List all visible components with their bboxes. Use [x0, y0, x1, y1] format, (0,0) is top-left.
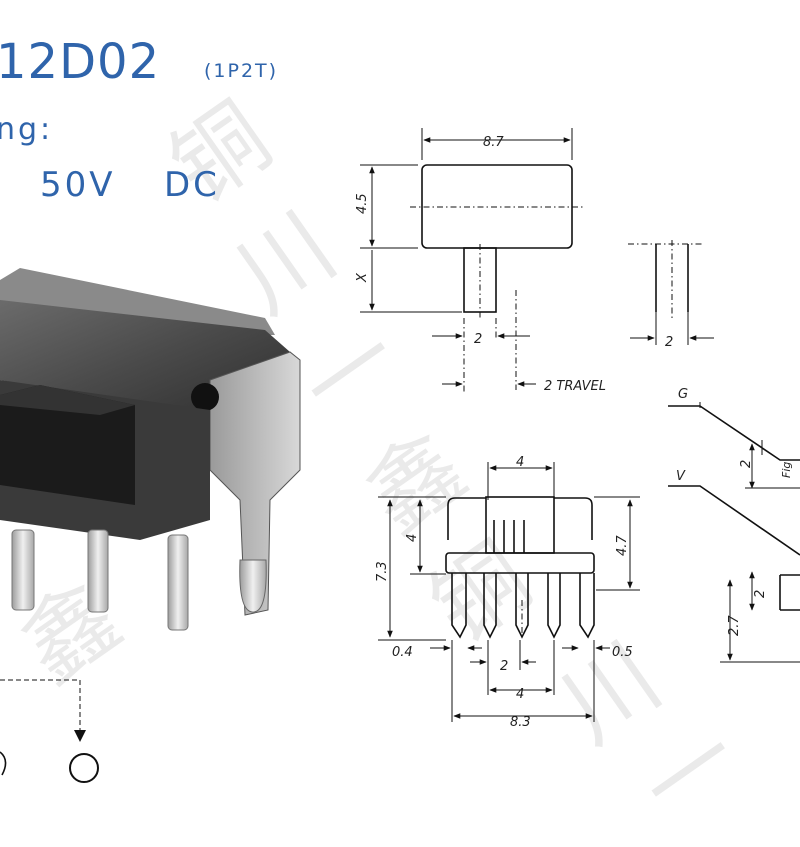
dim-pin-length: X: [355, 272, 370, 283]
switch-product-photo: [0, 268, 301, 631]
dim-right-height: 4.7: [615, 535, 630, 556]
dim-inner-height: 4: [405, 534, 420, 542]
datasheet-canvas: 铜 川 一 鑫 铜 川 一 鑫 12D02 (1P2T) ng: 50V DC: [0, 34, 800, 843]
dim-v-offset: 2: [753, 590, 768, 598]
dim-actuator-width-alt: 2: [665, 335, 673, 350]
dim-body-width: 8.7: [483, 135, 504, 150]
actuator-side-detail: [628, 240, 714, 345]
drawing-layer: 8.7 4.5 X 2 2 TRAVEL 2: [0, 128, 800, 783]
label-fig: Fig: [780, 462, 793, 478]
schematic-symbol: [0, 679, 99, 783]
dim-pin-width-left: 0.4: [392, 645, 413, 660]
part-number-title: 12D02: [0, 34, 161, 90]
dim-overall-width: 8.3: [510, 715, 531, 730]
label-v: V: [676, 469, 686, 484]
dim-body-height: 4.5: [355, 193, 370, 214]
dim-pin-span: 4: [516, 687, 524, 702]
front-view-drawing: [378, 462, 640, 722]
rating-voltage: 50V: [40, 165, 116, 205]
label-g: G: [678, 387, 688, 402]
dim-travel: 2 TRAVEL: [544, 379, 606, 394]
rating-type: DC: [164, 165, 220, 205]
dim-pin-width-right: 0.5: [612, 645, 633, 660]
gv-detail: [668, 402, 800, 663]
dim-pin-pitch: 2: [500, 659, 508, 674]
dim-total-height: 7.3: [375, 561, 390, 582]
dim-actuator-width: 2: [474, 332, 482, 347]
dim-top-span: 4: [516, 455, 524, 470]
rating-label: ng:: [0, 112, 54, 147]
top-view-drawing: [360, 128, 585, 392]
dim-v-height: 2.7: [727, 615, 742, 636]
pole-config-label: (1P2T): [204, 60, 279, 82]
dim-g-offset: 2: [739, 460, 754, 468]
